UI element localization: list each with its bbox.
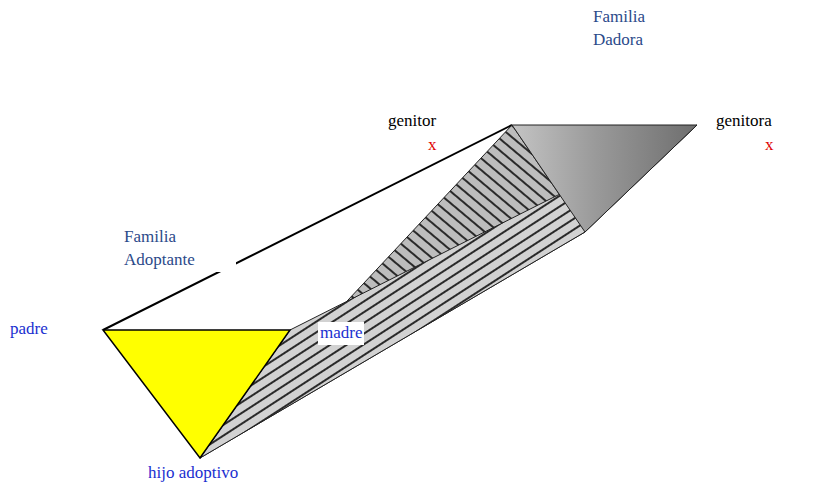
group-title: Familia Dadora (593, 6, 671, 52)
cross-mark: x (428, 134, 437, 157)
far-triangle (512, 125, 697, 232)
member-name: madre (318, 322, 364, 345)
prism-face (200, 125, 697, 458)
adoptive-triangle (103, 330, 290, 458)
cross-mark: x (765, 134, 774, 157)
group-title: Familia Adoptante (122, 226, 236, 272)
member-name: padre (10, 318, 48, 341)
member-name: genitor (388, 110, 436, 133)
member-name: hijo adoptivo (148, 462, 238, 485)
member-name: genitora (716, 110, 772, 133)
